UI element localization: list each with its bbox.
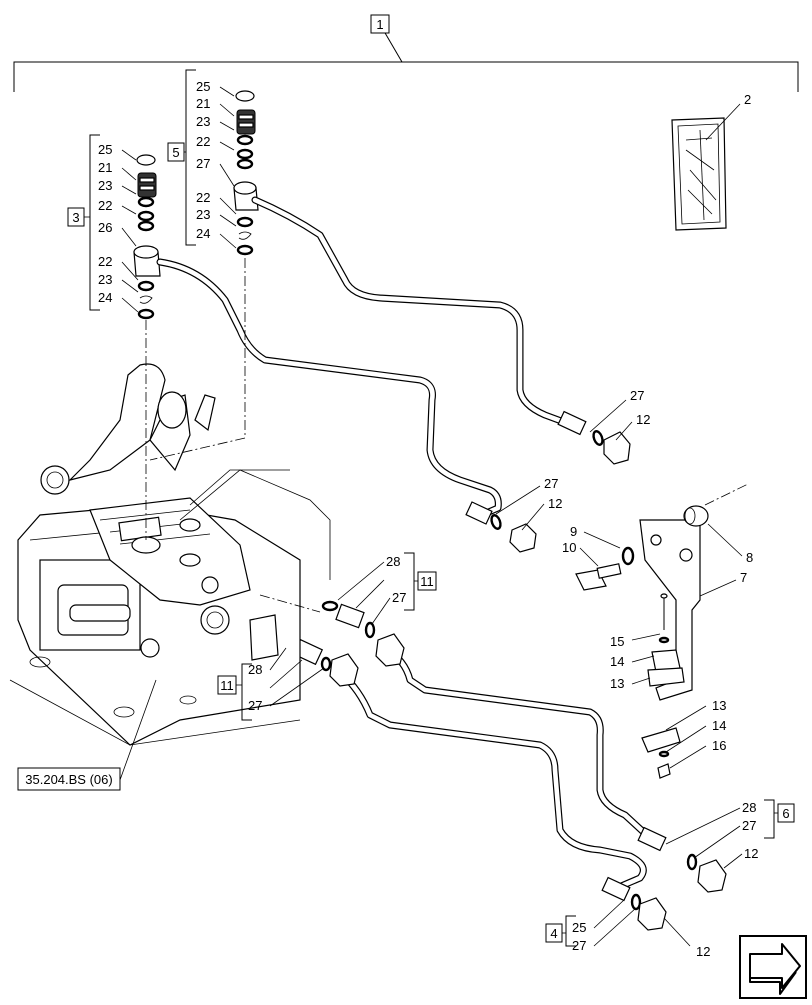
callout-13-a: 13 xyxy=(610,676,624,691)
callout-14-a: 14 xyxy=(610,654,624,669)
instruction-leaflet: 2 xyxy=(671,92,751,231)
centerline-c xyxy=(259,594,321,613)
callout-26: 28 xyxy=(742,800,756,815)
callout-20-b: 25 xyxy=(196,79,210,94)
callout-15: 15 xyxy=(610,634,624,649)
callout-20-a: 25 xyxy=(98,142,112,157)
callout-23-c: 27 xyxy=(392,590,406,605)
callout-21-b: 24 xyxy=(196,226,210,241)
callout-9: 9 xyxy=(570,524,577,539)
callout-27-a: 28 xyxy=(386,554,400,569)
reference-link[interactable]: 35.204.BS (06) xyxy=(17,679,157,791)
callout-11-a: 11 xyxy=(420,574,434,589)
callout-12-a: 12 xyxy=(636,412,650,427)
callout-23-d: 27 xyxy=(248,698,262,713)
pipe-lower-a xyxy=(336,668,647,894)
callout-17-b: 21 xyxy=(196,96,210,111)
callout-18-d: 22 xyxy=(196,190,210,205)
callout-23-a: 27 xyxy=(630,388,644,403)
assembly-bracket-1: 1 xyxy=(13,14,799,92)
callout-12-c: 12 xyxy=(744,846,758,861)
centerline-b xyxy=(149,258,246,461)
callout-18-c: 22 xyxy=(196,134,210,149)
callout-23-f: 27 xyxy=(572,938,586,953)
control-valve-assembly xyxy=(9,363,331,746)
pipe-upper-left xyxy=(156,258,502,518)
callout-13-b: 13 xyxy=(712,698,726,713)
group-6: 6 28 27 12 xyxy=(665,799,795,869)
callout-19-b: 23 xyxy=(98,272,112,287)
pipe-lower-b xyxy=(381,644,654,842)
support-bracket-assembly: 8 7 9 10 15 14 13 13 14 16 xyxy=(562,505,753,779)
callout-24: 25 xyxy=(572,920,586,935)
group-4: 4 25 27 12 xyxy=(545,899,710,959)
callout-4: 4 xyxy=(550,926,557,941)
group-3: 3 25 21 23 22 26 22 23 24 xyxy=(67,134,161,320)
callout-16: 16 xyxy=(712,738,726,753)
callout-25: 27 xyxy=(196,156,210,171)
callout-23-e: 27 xyxy=(742,818,756,833)
callout-23-b: 27 xyxy=(544,476,558,491)
group-11-lower: 11 28 27 xyxy=(217,647,325,721)
callout-10: 10 xyxy=(562,540,576,555)
callout-19-d: 23 xyxy=(196,207,210,222)
callout-19-a: 23 xyxy=(98,178,112,193)
pipe-upper-right xyxy=(251,196,576,429)
callout-1: 1 xyxy=(376,17,383,32)
callout-8: 8 xyxy=(746,550,753,565)
callouts-right: 27 12 27 12 xyxy=(495,388,650,531)
callout-12-d: 12 xyxy=(696,944,710,959)
callout-27-b: 28 xyxy=(248,662,262,677)
callout-18-b: 22 xyxy=(98,254,112,269)
callout-21-a: 24 xyxy=(98,290,112,305)
callout-11-b: 11 xyxy=(220,678,234,693)
reference-label[interactable]: 35.204.BS (06) xyxy=(25,772,112,787)
callout-3: 3 xyxy=(72,210,79,225)
callout-5: 5 xyxy=(172,145,179,160)
callout-22: 26 xyxy=(98,220,112,235)
callout-19-c: 23 xyxy=(196,114,210,129)
group-5: 5 25 21 23 22 27 22 23 24 xyxy=(167,69,259,256)
centerline-d xyxy=(704,483,749,506)
arrow-next-page-icon[interactable] xyxy=(739,935,807,999)
group-11-upper: 11 28 27 xyxy=(337,552,437,625)
callout-6: 6 xyxy=(782,806,789,821)
callout-18-a: 22 xyxy=(98,198,112,213)
callout-12-b: 12 xyxy=(548,496,562,511)
callout-14-b: 14 xyxy=(712,718,726,733)
callout-7: 7 xyxy=(740,570,747,585)
callout-2: 2 xyxy=(744,92,751,107)
callout-17-a: 21 xyxy=(98,160,112,175)
